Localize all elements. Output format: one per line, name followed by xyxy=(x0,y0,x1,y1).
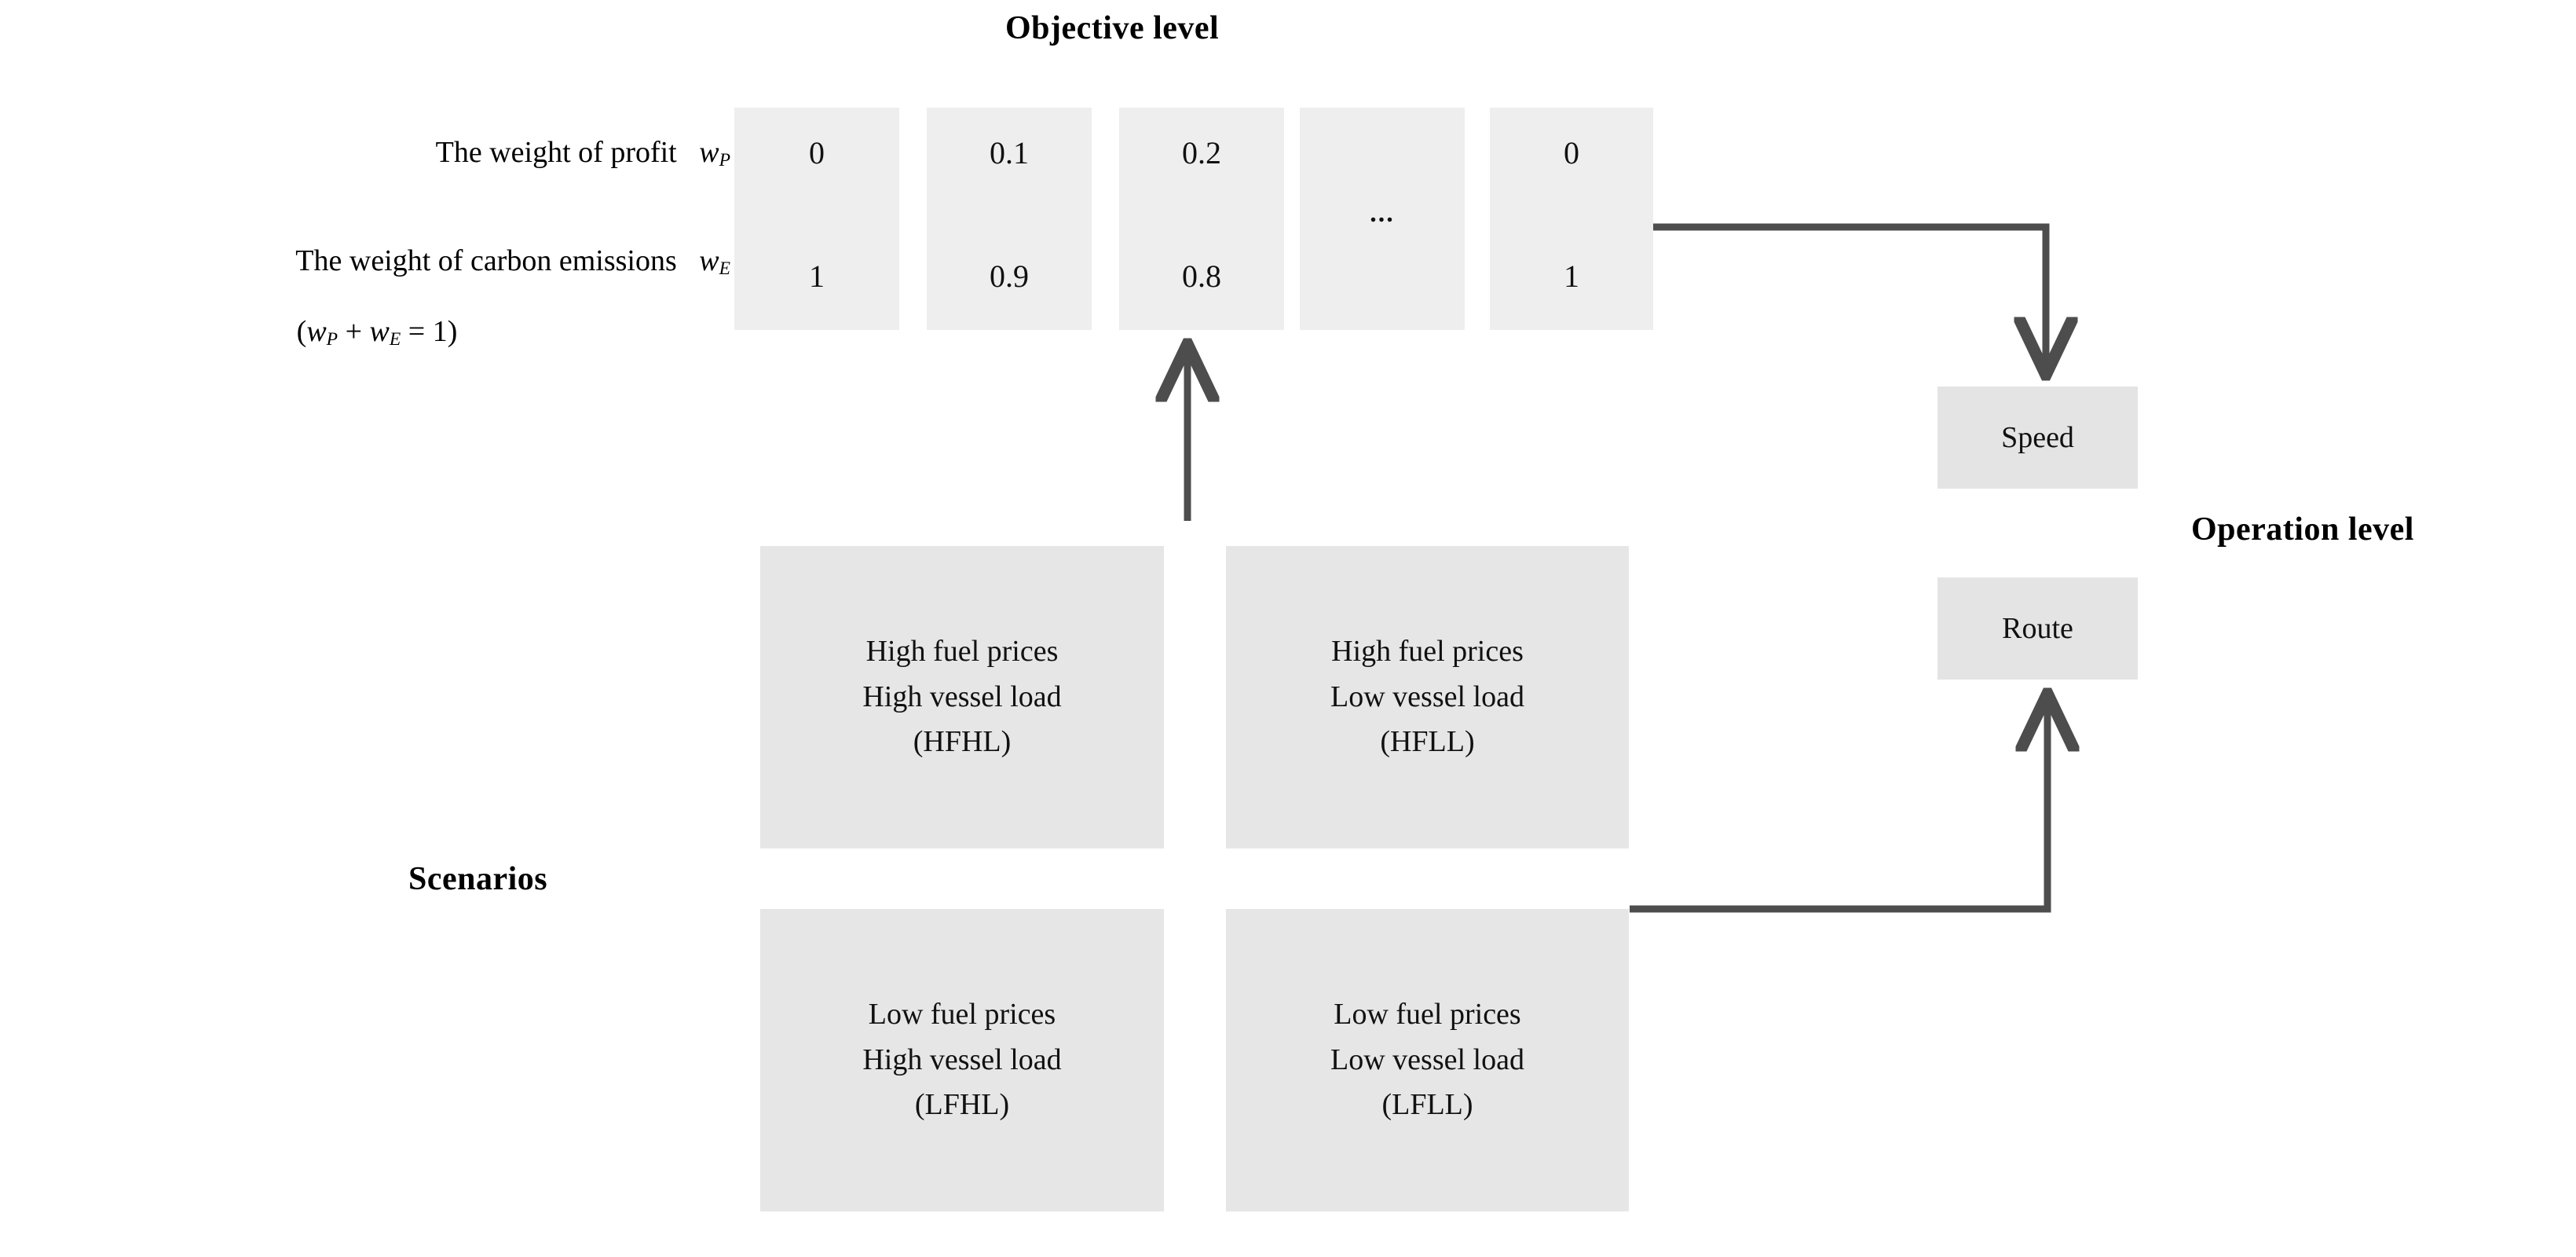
scenario-line-3: (HFLL) xyxy=(1380,725,1475,759)
ellipsis-label: ... xyxy=(1370,199,1395,228)
objective-level-heading: Objective level xyxy=(1005,10,1220,46)
scenario-text-hfll: High fuel prices Low vessel load (HFLL) xyxy=(1330,629,1524,765)
weight-emissions-value: 1 xyxy=(1564,258,1579,294)
weight-column-ellipsis[interactable]: ... xyxy=(1300,108,1465,330)
weight-emissions-symbol: wE xyxy=(699,244,730,280)
weight-profit-value: 0 xyxy=(1564,135,1579,170)
arrow-scenario-to-route xyxy=(1630,699,2047,913)
scenario-text-lfll: Low fuel prices Low vessel load (LFLL) xyxy=(1330,992,1524,1128)
weight-profit-value: 0.2 xyxy=(1182,135,1221,170)
scenario-line-2: High vessel load xyxy=(862,1043,1062,1076)
weight-column-2[interactable]: 0.1 0.9 xyxy=(927,108,1092,330)
operation-box-speed[interactable]: Speed xyxy=(1937,387,2138,489)
scenario-line-2: Low vessel load xyxy=(1330,1043,1524,1076)
scenario-line-1: High fuel prices xyxy=(1331,634,1524,668)
scenario-line-3: (HFHL) xyxy=(913,725,1012,759)
weight-constraint-formula: (wP + wE = 1) xyxy=(24,314,730,350)
scenario-line-3: (LFHL) xyxy=(914,1088,1010,1122)
weight-of-profit-label: The weight of profit wP xyxy=(188,135,730,171)
scenario-box-hfhl[interactable]: High fuel prices High vessel load (HFHL) xyxy=(760,546,1164,848)
scenario-line-3: (LFLL) xyxy=(1381,1088,1473,1122)
operation-level-heading: Operation level xyxy=(2191,511,2414,548)
scenario-box-hfll[interactable]: High fuel prices Low vessel load (HFLL) xyxy=(1226,546,1629,848)
scenario-line-1: Low fuel prices xyxy=(1334,997,1521,1031)
weight-profit-symbol: wP xyxy=(699,136,730,171)
weight-column-1[interactable]: 0 1 xyxy=(734,108,899,330)
constraint-expression: (wP + wE = 1) xyxy=(296,315,458,350)
scenarios-heading: Scenarios xyxy=(408,861,548,897)
weight-of-profit-text: The weight of profit xyxy=(435,136,677,169)
scenario-line-2: Low vessel load xyxy=(1330,680,1524,713)
arrow-objective-to-speed xyxy=(1653,223,2046,369)
weight-profit-value: 0 xyxy=(809,135,825,170)
scenario-box-lfll[interactable]: Low fuel prices Low vessel load (LFLL) xyxy=(1226,909,1629,1211)
operation-box-route[interactable]: Route xyxy=(1937,577,2138,680)
scenario-text-hfhl: High fuel prices High vessel load (HFHL) xyxy=(862,629,1061,765)
weight-column-5[interactable]: 0 1 xyxy=(1490,108,1653,330)
scenario-text-lfhl: Low fuel prices High vessel load (LFHL) xyxy=(862,992,1061,1128)
weight-of-emissions-label: The weight of carbon emissions wE xyxy=(24,244,730,280)
scenario-line-1: High fuel prices xyxy=(865,634,1059,668)
weight-emissions-value: 0.8 xyxy=(1182,258,1221,294)
scenario-box-lfhl[interactable]: Low fuel prices High vessel load (LFHL) xyxy=(760,909,1164,1211)
weight-profit-value: 0.1 xyxy=(990,135,1029,170)
scenario-line-1: Low fuel prices xyxy=(868,997,1056,1031)
scenario-line-2: High vessel load xyxy=(862,680,1062,713)
weight-emissions-value: 1 xyxy=(809,258,825,294)
weight-of-emissions-text: The weight of carbon emissions xyxy=(295,244,677,277)
weight-emissions-value: 0.9 xyxy=(990,258,1029,294)
weight-column-3[interactable]: 0.2 0.8 xyxy=(1119,108,1284,330)
